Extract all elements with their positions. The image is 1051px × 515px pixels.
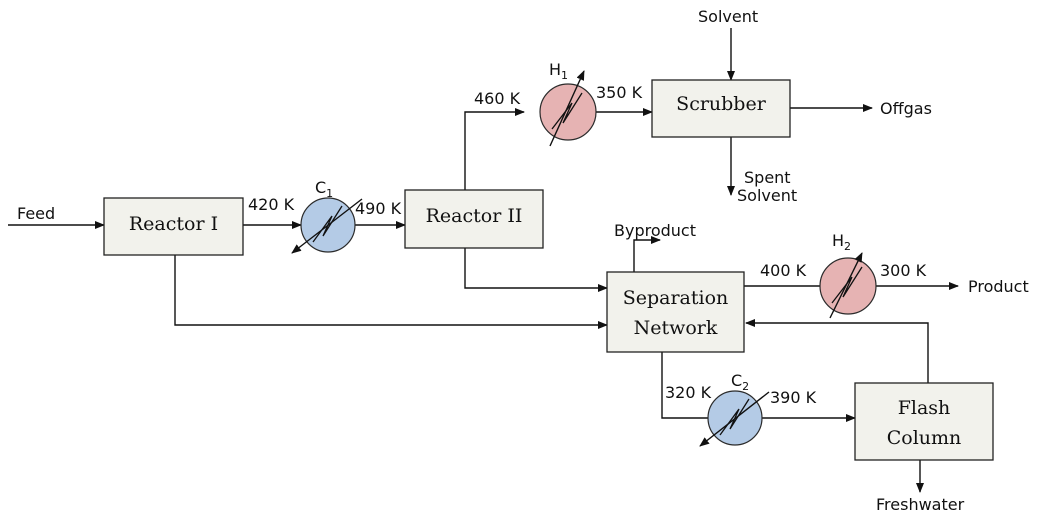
flash-column: Flash Column [854,382,994,461]
cooler-c2-label: C2 [731,371,749,393]
reactor2-to-separation-line [464,248,608,292]
reactor-2-label: Reactor II [426,205,523,227]
heater-h2-zigzag [831,266,863,304]
reactor1-to-separation-line [174,255,608,329]
cooler-c2-letter: C [731,371,742,390]
scrubber-label: Scrubber [676,93,767,115]
flash-column-label-2: Column [887,427,962,449]
solvent-label: Solvent [698,7,758,26]
reactor-2: Reactor II [404,189,544,249]
temp-c1-inlet: 420 K [248,195,295,214]
reactor-1-box [103,197,244,256]
flash-column-box [854,382,994,461]
cooler-c1-label: C1 [315,178,333,200]
temp-c1-outlet: 490 K [355,199,402,218]
stream-lines [8,28,959,493]
temp-c2-inlet: 320 K [665,383,712,402]
feed-label: Feed [17,204,55,223]
byproduct-label: Byproduct [614,221,696,240]
heater-h1-diagonal-arrow [549,70,585,147]
temp-h2-outlet: 300 K [880,261,927,280]
cooler-c2-subscript: 2 [742,380,749,393]
scrubber: Scrubber [651,79,791,138]
heater-h2: H2 [819,231,877,319]
flash-column-label-1: Flash [898,397,951,419]
spent-solvent-label-1: Spent [744,168,791,187]
heater-h1-subscript: 1 [561,69,568,82]
freshwater-label: Freshwater [876,495,965,514]
product-label: Product [968,277,1029,296]
heater-h2-letter: H [832,231,844,250]
heater-h2-diagonal-arrow [829,252,863,319]
cooler-c1-subscript: 1 [326,187,333,200]
cooler-c1: C1 [291,178,363,254]
cooler-c1-diagonal-arrow [291,198,363,254]
scrubber-box [651,79,791,138]
temp-h2-inlet: 400 K [760,261,807,280]
reactor-2-box [404,189,544,249]
separation-network-box [606,271,745,353]
reactor-1: Reactor I [103,197,244,256]
offgas-label: Offgas [880,99,932,118]
temp-h1-outlet: 350 K [596,83,643,102]
separation-network: Separation Network [606,271,745,353]
cooler-c2-diagonal-arrow [699,391,770,447]
separation-network-label-1: Separation [623,287,729,309]
temp-c2-outlet: 390 K [770,388,817,407]
heater-h1: H1 [539,60,597,147]
byproduct-line [633,236,661,272]
cooler-c1-letter: C [315,178,326,197]
separation-network-label-2: Network [634,317,718,339]
heater-h1-zigzag [551,92,583,130]
heater-h2-label: H2 [832,231,851,253]
flash-recycle-line [745,319,929,383]
heater-h1-letter: H [549,60,561,79]
separation-to-c2-line [661,352,708,419]
reactor2-to-h1-line [464,108,525,190]
cooler-c2: C2 [699,371,770,447]
reactor-1-label: Reactor I [129,213,218,235]
temp-h1-inlet: 460 K [474,89,521,108]
spent-solvent-label-2: Solvent [737,186,797,205]
heater-h2-subscript: 2 [844,240,851,253]
heater-h1-label: H1 [549,60,568,82]
